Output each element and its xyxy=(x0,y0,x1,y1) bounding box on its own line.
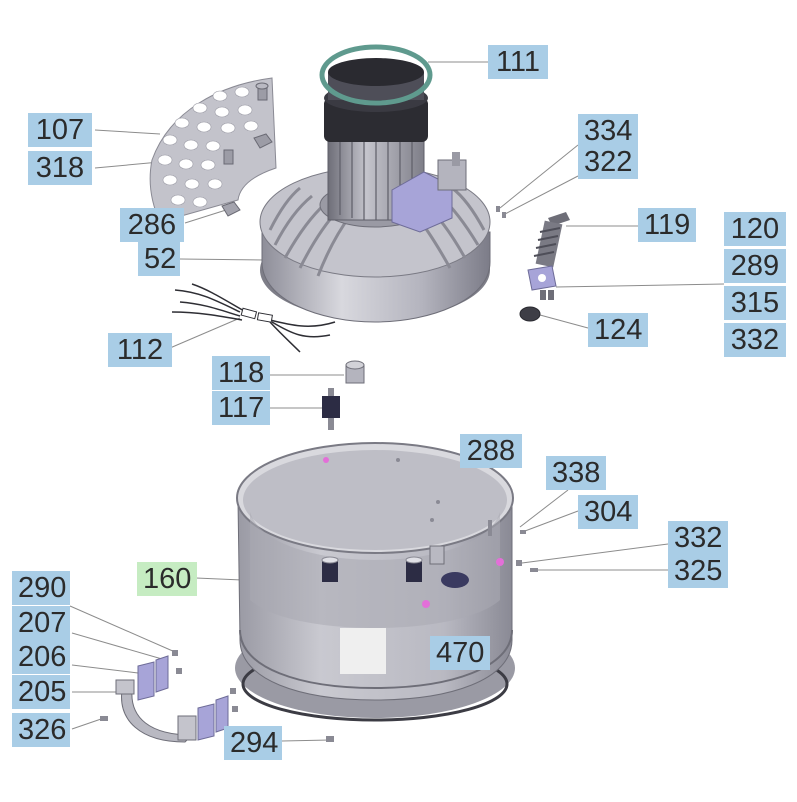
callout-160: 160 xyxy=(137,562,197,596)
callout-286: 286 xyxy=(120,208,184,242)
callout-107: 107 xyxy=(28,113,92,147)
plate-120-289-315-332 xyxy=(527,265,557,300)
callout-470: 470 xyxy=(430,636,490,670)
small-screws-334-322 xyxy=(496,206,506,218)
callout-207: 207 xyxy=(12,606,70,640)
wiring-connectors xyxy=(240,307,273,323)
callout-111: 111 xyxy=(488,45,548,79)
callout-288: 288 xyxy=(460,434,522,468)
callout-120: 120 xyxy=(724,212,786,246)
callout-119: 119 xyxy=(638,208,696,242)
callout-325: 325 xyxy=(668,554,728,588)
callout-206: 206 xyxy=(12,640,70,674)
label-470 xyxy=(340,628,386,674)
callout-289: 289 xyxy=(724,249,786,283)
callout-322: 322 xyxy=(578,145,638,179)
drum-hardware-304-332-325 xyxy=(516,530,538,572)
callout-334: 334 xyxy=(578,114,638,148)
nut-124 xyxy=(519,306,541,322)
callout-332-bottom: 332 xyxy=(668,521,728,555)
plate-fasteners xyxy=(221,82,273,217)
callout-326: 326 xyxy=(12,713,70,747)
callout-315: 315 xyxy=(724,286,786,320)
gasket-ring-111 xyxy=(319,44,433,106)
cable-gland-119 xyxy=(533,212,570,268)
wiring-harness-112 xyxy=(171,283,336,353)
callout-294: 294 xyxy=(224,726,282,760)
callout-290: 290 xyxy=(12,571,70,605)
callout-117: 117 xyxy=(212,391,270,425)
handle-205 xyxy=(115,679,197,743)
callout-52: 52 xyxy=(138,242,180,276)
callout-112: 112 xyxy=(108,333,172,367)
callout-124: 124 xyxy=(588,313,648,347)
callout-332-top: 332 xyxy=(724,323,786,357)
callout-304: 304 xyxy=(578,495,638,529)
callout-205: 205 xyxy=(12,675,70,709)
motor-body xyxy=(324,58,467,233)
perforated-plate-107 xyxy=(149,77,277,223)
bracket-206-207 xyxy=(137,655,229,741)
callout-338: 338 xyxy=(546,456,606,490)
bushing-118 xyxy=(345,360,365,384)
callout-118: 118 xyxy=(212,356,270,390)
damper-117 xyxy=(322,388,340,430)
callout-318: 318 xyxy=(28,151,92,185)
drum-container-160 xyxy=(235,442,515,722)
screws-290-326-294 xyxy=(100,650,334,742)
